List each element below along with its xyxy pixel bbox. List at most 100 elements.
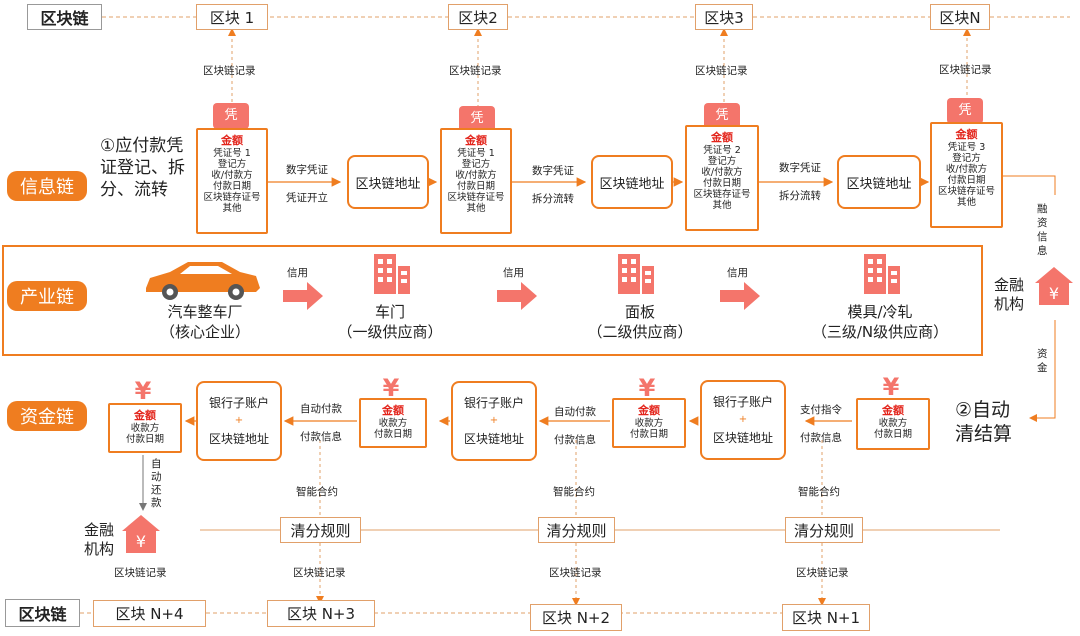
arrow-label-bottom: 付款信息	[554, 434, 596, 446]
payment-card-2[interactable]: 金额 收款方 付款日期	[359, 398, 427, 448]
other: 其他	[712, 200, 732, 211]
bank-icon: ¥	[122, 515, 160, 553]
record-label-2: 区块链记录	[449, 65, 502, 77]
pay-date: 付款日期	[212, 181, 251, 192]
record-label-b1: 区块链记录	[114, 567, 167, 579]
voucher-no: 凭证号 2	[703, 145, 741, 156]
credit-arrow-icon	[283, 282, 323, 310]
voucher-icon: 凭	[213, 103, 249, 129]
bank-line1: 银行子账户	[712, 395, 773, 409]
arrow-label-bottom: 付款信息	[800, 432, 842, 444]
company-name: 汽车整车厂	[167, 303, 243, 321]
clearing-rule-1[interactable]: 清分规则	[280, 517, 361, 543]
bottom-block-n3[interactable]: 区块 N+3	[267, 600, 375, 627]
arrow-label-top: 自动付款	[554, 406, 596, 418]
building-icon	[374, 254, 410, 294]
voucher-no: 凭证号 1	[213, 148, 251, 159]
company-role: （核心企业）	[159, 323, 250, 341]
bank-subaccount-2[interactable]: 银行子账户 + 区块链地址	[451, 381, 537, 461]
voucher-icon: 凭	[704, 103, 740, 129]
bank-line2: 区块链地址	[463, 432, 524, 446]
voucher-card-2[interactable]: 金额 凭证号 1 登记方 收/付款方 付款日期 区块链存证号 其他	[440, 128, 512, 234]
capital-chain-tag: 资金链	[7, 401, 87, 431]
industry-frame	[2, 245, 983, 356]
record-label-b3: 区块链记录	[549, 567, 602, 579]
arrow-label-top: 支付指令	[800, 404, 842, 416]
clearing-rule-3[interactable]: 清分规则	[785, 517, 863, 543]
arrow-label-bottom: 凭证开立	[286, 192, 328, 204]
yen-icon: ¥	[882, 373, 900, 401]
bank-subaccount-1[interactable]: 银行子账户 + 区块链地址	[196, 381, 282, 461]
evidence-no: 区块链存证号	[447, 192, 505, 203]
payment-card-4[interactable]: 金额 收款方 付款日期	[856, 398, 930, 450]
building-icon	[618, 254, 654, 294]
payer-payee: 收/付款方	[701, 167, 743, 178]
financing-info-label: 融资信息	[1037, 203, 1048, 257]
blockchain-address-1[interactable]: 区块链地址	[347, 155, 429, 209]
company-tier2: 面板 （二级供应商）	[580, 302, 700, 342]
smart-contract-label: 智能合约	[553, 486, 595, 498]
amount-label: 金额	[221, 134, 243, 147]
other: 其他	[466, 203, 486, 214]
pay-date: 付款日期	[373, 429, 412, 440]
evidence-no: 区块链存证号	[937, 186, 995, 197]
bottom-block-n4[interactable]: 区块 N+4	[93, 600, 206, 627]
finance-inst-label: 金融机构	[994, 276, 1025, 313]
top-block-3[interactable]: 区块3	[695, 4, 753, 30]
plus-icon: +	[234, 415, 244, 426]
voucher-card-3[interactable]: 金额 凭证号 2 登记方 收/付款方 付款日期 区块链存证号 其他	[685, 125, 759, 231]
company-name: 车门	[374, 303, 405, 321]
top-block-1[interactable]: 区块 1	[196, 4, 268, 30]
yen-icon: ¥	[638, 374, 656, 402]
smart-contract-label: 智能合约	[798, 486, 840, 498]
building-icon	[864, 254, 900, 294]
company-name: 面板	[624, 303, 655, 321]
company-role: （二级供应商）	[587, 323, 693, 341]
bank-icon: ¥	[1035, 267, 1073, 305]
voucher-card-4[interactable]: 金额 凭证号 3 登记方 收/付款方 付款日期 区块链存证号 其他	[930, 122, 1003, 228]
clearing-rule-2[interactable]: 清分规则	[538, 517, 615, 543]
amount-label: 金额	[955, 128, 978, 141]
yen-icon: ¥	[134, 377, 152, 405]
bottom-block-n2[interactable]: 区块 N+2	[530, 604, 622, 631]
payment-card-3[interactable]: 金额 收款方 付款日期	[612, 398, 686, 448]
top-block-n[interactable]: 区块N	[930, 4, 990, 30]
bank-line2: 区块链地址	[712, 431, 773, 445]
amount-label: 金额	[882, 404, 904, 417]
voucher-card-1[interactable]: 金额 凭证号 1 登记方 收/付款方 付款日期 区块链存证号 其他	[196, 128, 268, 234]
payment-card-1[interactable]: 金额 收款方 付款日期	[108, 403, 182, 453]
bank-subaccount-3[interactable]: 银行子账户 + 区块链地址	[700, 380, 786, 460]
payer-payee: 收/付款方	[211, 170, 253, 181]
registrar: 登记方	[952, 153, 981, 164]
company-role: （一级供应商）	[337, 323, 443, 341]
bottom-block-n1[interactable]: 区块 N+1	[782, 604, 870, 631]
record-label-4: 区块链记录	[939, 64, 992, 76]
payer-payee: 收/付款方	[455, 170, 497, 181]
arrow-label-bottom: 拆分流转	[779, 190, 821, 202]
blockchain-address-2[interactable]: 区块链地址	[591, 155, 673, 209]
voucher-icon: 凭	[459, 106, 495, 132]
registrar: 登记方	[461, 159, 491, 170]
evidence-no: 区块链存证号	[693, 189, 751, 200]
other: 其他	[222, 203, 242, 214]
registrar: 登记方	[217, 159, 247, 170]
voucher-no: 凭证号 3	[947, 142, 986, 153]
payee: 收款方	[378, 418, 408, 429]
car-icon	[146, 262, 260, 300]
pay-date: 付款日期	[702, 178, 741, 189]
credit-label: 信用	[503, 267, 524, 279]
bank-line2: 区块链地址	[208, 432, 269, 446]
voucher-no: 凭证号 1	[457, 148, 495, 159]
arrow-label-top: 自动付款	[300, 403, 342, 415]
blockchain-address-3[interactable]: 区块链地址	[837, 155, 921, 209]
smart-contract-label: 智能合约	[296, 486, 338, 498]
pay-date: 付款日期	[873, 429, 912, 440]
pay-date: 付款日期	[629, 429, 668, 440]
top-block-2[interactable]: 区块2	[448, 4, 508, 30]
evidence-no: 区块链存证号	[203, 192, 261, 203]
record-label-b2: 区块链记录	[293, 567, 346, 579]
company-tier1: 车门 （一级供应商）	[330, 302, 450, 342]
plus-icon: +	[738, 414, 748, 425]
amount-label: 金额	[134, 409, 156, 422]
